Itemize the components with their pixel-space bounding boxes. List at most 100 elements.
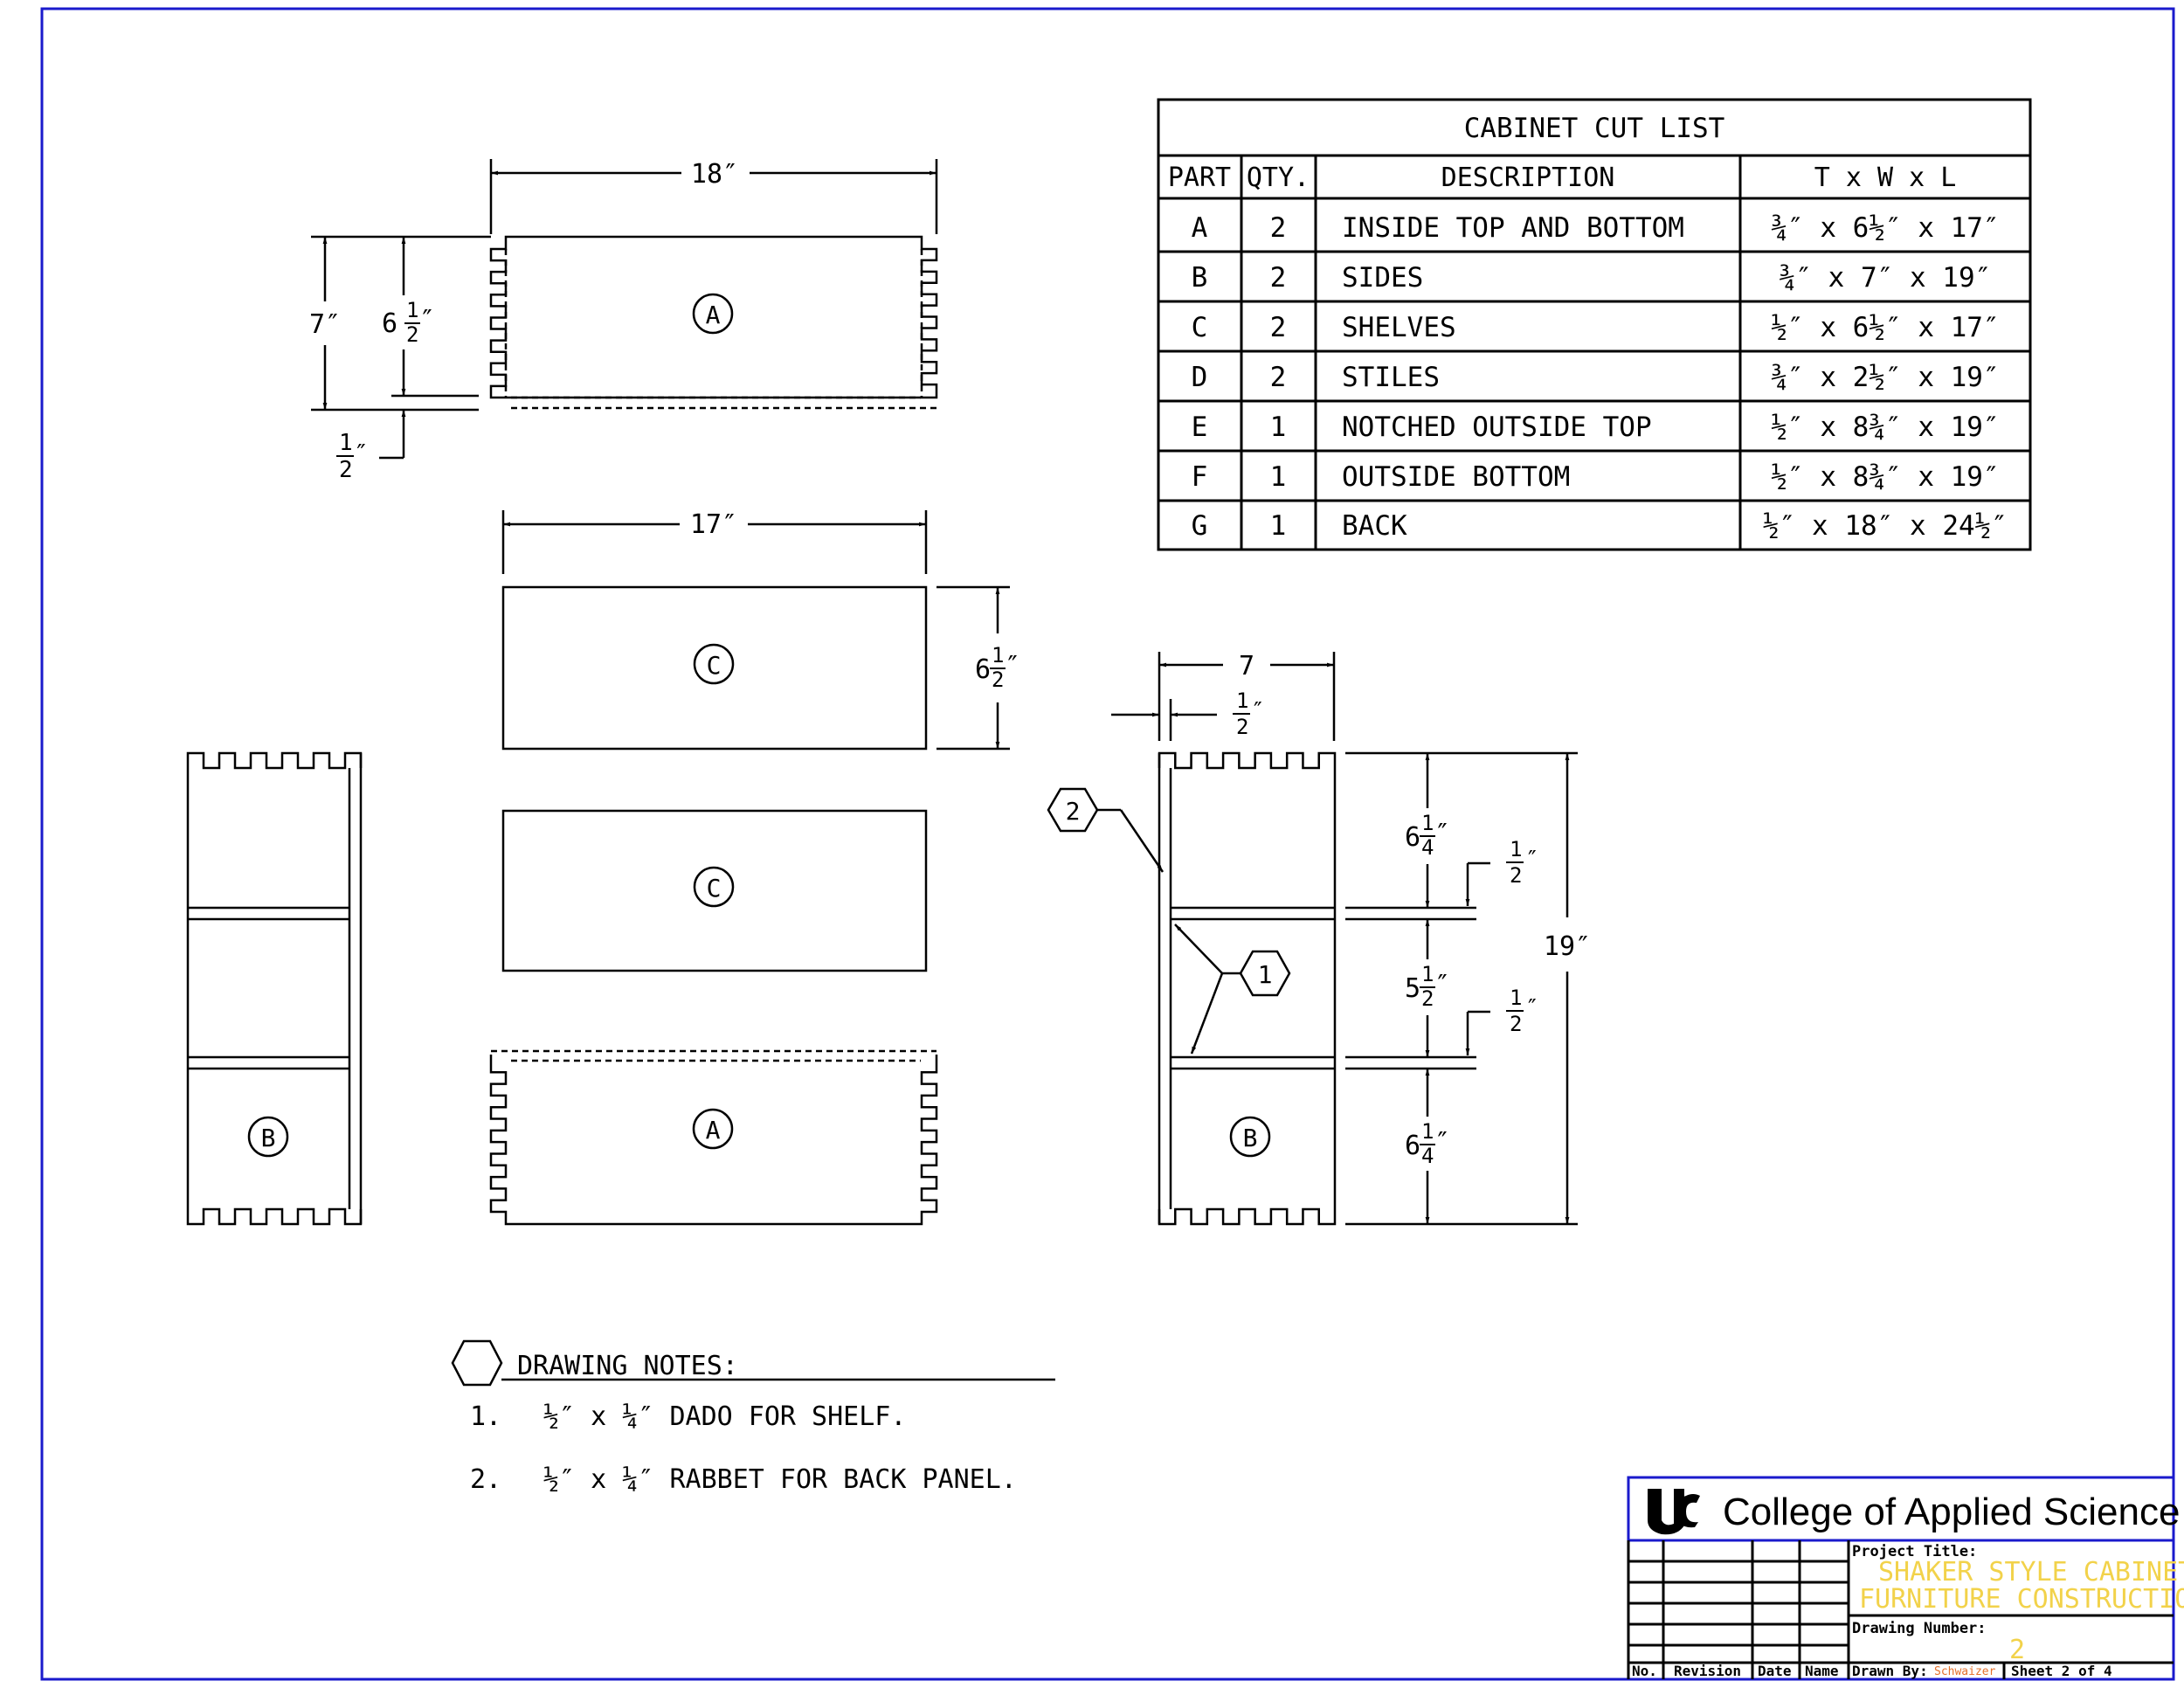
dim-shelf-thickness-1-label: 1 2 ″ xyxy=(1506,837,1539,888)
dim-a-inner-label: 6 1 2 ″ xyxy=(382,298,435,347)
drawing-number-label: Drawing Number: xyxy=(1852,1620,1987,1637)
row-c-part: C xyxy=(1192,312,1208,343)
row-c-dims: ½″ x 6½″ x 17″ xyxy=(1771,312,1999,343)
dim-a-half-den: 2 xyxy=(339,457,353,483)
dim-bay-top-label: 6 1 4 ″ xyxy=(1405,811,1450,860)
dim-c-depth-label: 6 1 2 ″ xyxy=(975,643,1020,692)
col-no-label: No. xyxy=(1632,1663,1657,1679)
callout-hexagon-1 xyxy=(1239,950,1291,997)
row-f-description: OUTSIDE BOTTOM xyxy=(1342,461,1570,493)
dim-c-width xyxy=(501,510,928,574)
dim-bay-mid-whole: 5 xyxy=(1405,973,1420,1004)
dim-a-width xyxy=(489,159,938,234)
dim-bay-bot-label: 6 1 4 ″ xyxy=(1405,1119,1450,1168)
row-b-part: B xyxy=(1192,262,1208,294)
dim-bays xyxy=(1345,751,1578,1226)
dim-shelf2-inch: ″ xyxy=(1525,995,1539,1021)
col-header-dimensions: T x W x L xyxy=(1814,163,1957,193)
col-date-label: Date xyxy=(1758,1663,1792,1679)
part-label-a-bottom: A xyxy=(706,1116,721,1145)
notes-hexagon-icon xyxy=(451,1339,503,1387)
dim-shelf2-num: 1 xyxy=(1510,986,1522,1010)
row-g-dims: ½″ x 18″ x 24½″ xyxy=(1763,510,2008,542)
col-header-description: DESCRIPTION xyxy=(1441,163,1615,193)
dim-side-height-label: 19″ xyxy=(1544,931,1591,962)
dim-rabbet-half-label: 1 2 ″ xyxy=(1233,688,1265,739)
row-d-dims: ¾″ x 2½″ x 19″ xyxy=(1771,362,1999,393)
callout-1-arrow-up xyxy=(1174,924,1223,974)
drawn-by-label: Drawn By: xyxy=(1852,1663,1928,1679)
part-label-b-right: B xyxy=(1243,1124,1258,1152)
sheet-border xyxy=(40,7,2175,1681)
part-c-shelf-1 xyxy=(501,585,928,751)
project-title-line-2: FURNITURE CONSTRUCTION xyxy=(1859,1584,2184,1615)
project-title-label: Project Title: xyxy=(1852,1543,1977,1560)
dim-bay-bot-inch: ″ xyxy=(1434,1127,1450,1158)
callout-2-label: 2 xyxy=(1066,797,1081,826)
dim-rabbet-den: 2 xyxy=(1236,715,1248,739)
cut-list-table xyxy=(1157,98,2032,551)
row-b-dims: ¾″ x 7″ x 19″ xyxy=(1780,262,1992,294)
sheet-number: Sheet 2 of 4 xyxy=(2011,1663,2112,1679)
dim-side-width xyxy=(1111,652,1336,741)
part-label-c-2: C xyxy=(707,874,722,903)
dim-c-depth-num: 1 xyxy=(992,643,1004,668)
dim-a-inner-whole: 6 xyxy=(382,308,397,339)
part-label-circle-a-top xyxy=(692,293,734,335)
row-c-qty: 2 xyxy=(1270,312,1287,343)
dim-c-depth xyxy=(936,585,1010,751)
dim-a-inner-inch: ″ xyxy=(419,305,435,336)
dim-bay-top-num: 1 xyxy=(1421,811,1434,835)
row-a-description: INSIDE TOP AND BOTTOM xyxy=(1342,212,1684,244)
callout-2-arrow xyxy=(1119,809,1165,873)
dim-bay-bot-num: 1 xyxy=(1421,1119,1434,1144)
drawing-number-value: 2 xyxy=(2009,1635,2025,1665)
row-d-part: D xyxy=(1192,362,1208,393)
part-label-b-left: B xyxy=(261,1124,276,1152)
col-revision-label: Revision xyxy=(1674,1663,1741,1679)
dim-bay-mid-num: 1 xyxy=(1421,962,1434,986)
project-title-line-1: SHAKER STYLE CABINET xyxy=(1878,1557,2184,1588)
row-g-qty: 1 xyxy=(1270,510,1287,542)
dim-bay-mid-inch: ″ xyxy=(1434,970,1450,1000)
col-name-label: Name xyxy=(1805,1663,1839,1679)
part-label-circle-c-2 xyxy=(693,866,735,908)
part-label-c-1: C xyxy=(707,651,722,680)
row-f-dims: ½″ x 8¾″ x 19″ xyxy=(1771,461,1999,493)
dim-shelf-thickness-2-label: 1 2 ″ xyxy=(1506,986,1539,1036)
dim-bay-top-whole: 6 xyxy=(1405,822,1420,853)
revision-grid xyxy=(1627,1540,2174,1679)
dim-c-depth-inch: ″ xyxy=(1005,651,1020,681)
row-g-part: G xyxy=(1192,510,1208,542)
row-a-dims: ¾″ x 6½″ x 17″ xyxy=(1771,212,1999,244)
dim-bay-mid-den: 2 xyxy=(1421,986,1434,1011)
dim-side-width-label: 7 xyxy=(1239,651,1254,681)
row-e-description: NOTCHED OUTSIDE TOP xyxy=(1342,412,1652,443)
dim-shelf1-den: 2 xyxy=(1510,863,1522,888)
part-label-circle-b-right xyxy=(1229,1116,1271,1158)
dim-bay-bot-whole: 6 xyxy=(1405,1131,1420,1161)
callout-1-label: 1 xyxy=(1258,960,1273,989)
col-header-qty: QTY. xyxy=(1247,163,1310,193)
row-a-part: A xyxy=(1192,212,1208,244)
dim-a-inner-num: 1 xyxy=(406,298,418,322)
part-b-side-right xyxy=(1158,751,1337,1226)
row-f-part: F xyxy=(1192,461,1208,493)
dim-a-height-label: 7″ xyxy=(309,309,341,340)
dim-shelf1-inch: ″ xyxy=(1525,847,1539,873)
row-a-qty: 2 xyxy=(1270,212,1287,244)
cut-list-rows: A 2 INSIDE TOP AND BOTTOM ¾″ x 6½″ x 17″… xyxy=(1192,212,2008,542)
dim-shelf1-num: 1 xyxy=(1510,837,1522,861)
part-c-shelf-2 xyxy=(501,809,928,972)
dim-rabbet-inch: ″ xyxy=(1251,698,1265,724)
dim-a-half-inch: ″ xyxy=(354,439,369,467)
dim-shelf2-den: 2 xyxy=(1510,1012,1522,1036)
part-a-top-view xyxy=(489,235,938,410)
drawn-by-value: Schwaizer xyxy=(1934,1665,1996,1678)
row-f-qty: 1 xyxy=(1270,461,1287,493)
cut-list-title: CABINET CUT LIST xyxy=(1464,113,1725,144)
dim-rabbet-num: 1 xyxy=(1236,688,1248,713)
dim-bay-top-den: 4 xyxy=(1421,835,1434,860)
dim-c-depth-whole: 6 xyxy=(975,654,991,685)
